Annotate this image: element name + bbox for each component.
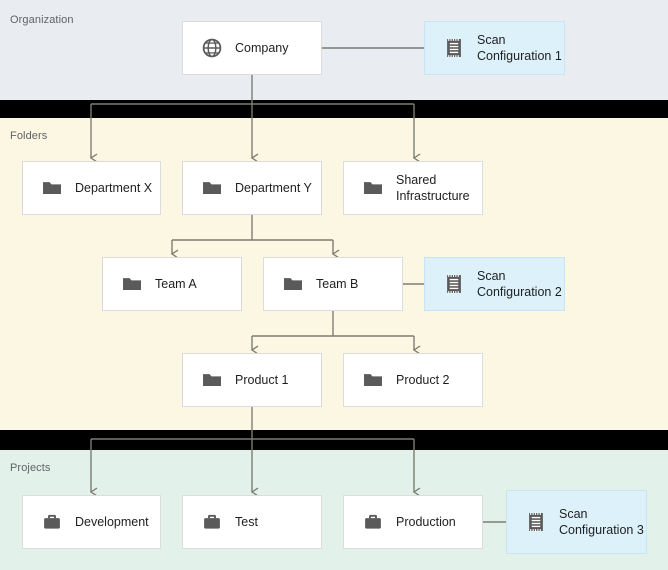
folder-icon [43, 182, 61, 195]
node-department-y[interactable]: Department Y [182, 161, 322, 215]
node-label: Team A [155, 276, 197, 291]
folder-icon [203, 374, 221, 387]
folder-icon [123, 278, 141, 291]
node-scan-configuration-1[interactable]: Scan Configuration 1 [424, 21, 565, 75]
node-label: Department X [75, 180, 153, 195]
node-label: Production [396, 514, 456, 529]
organization-section-label: Organization [10, 14, 74, 26]
node-label: Scan Configuration 1 [477, 32, 562, 63]
node-shared-infrastructure[interactable]: Shared Infrastructure [343, 161, 483, 215]
node-test[interactable]: Test [182, 495, 322, 549]
node-label: Shared Infrastructure [396, 172, 470, 203]
node-team-a[interactable]: Team A [102, 257, 242, 311]
scan-config-icon [447, 275, 461, 293]
folder-icon [203, 182, 221, 195]
briefcase-icon [365, 514, 381, 529]
node-label: Product 1 [235, 372, 289, 387]
node-development[interactable]: Development [22, 495, 161, 549]
node-label: Test [235, 514, 258, 529]
node-department-x[interactable]: Department X [22, 161, 161, 215]
scan-config-icon [447, 39, 461, 57]
node-label: Company [235, 40, 289, 55]
node-company[interactable]: Company [182, 21, 322, 75]
scan-config-icon [529, 513, 543, 531]
node-scan-configuration-2[interactable]: Scan Configuration 2 [424, 257, 565, 311]
folders-section-label: Folders [10, 130, 48, 142]
node-product-1[interactable]: Product 1 [182, 353, 322, 407]
folder-icon [364, 374, 382, 387]
node-label: Department Y [235, 180, 312, 195]
globe-icon [202, 38, 222, 58]
node-product-2[interactable]: Product 2 [343, 353, 483, 407]
node-production[interactable]: Production [343, 495, 483, 549]
organization-section-background [0, 0, 668, 100]
node-scan-configuration-3[interactable]: Scan Configuration 3 [506, 490, 647, 554]
node-label: Product 2 [396, 372, 450, 387]
briefcase-icon [204, 514, 220, 529]
projects-section-label: Projects [10, 462, 51, 474]
node-label: Scan Configuration 3 [559, 506, 644, 537]
node-label: Development [75, 514, 149, 529]
briefcase-icon [44, 514, 60, 529]
folder-icon [284, 278, 302, 291]
node-label: Team B [316, 276, 359, 291]
node-label: Scan Configuration 2 [477, 268, 562, 299]
folder-icon [364, 182, 382, 195]
node-team-b[interactable]: Team B [263, 257, 403, 311]
